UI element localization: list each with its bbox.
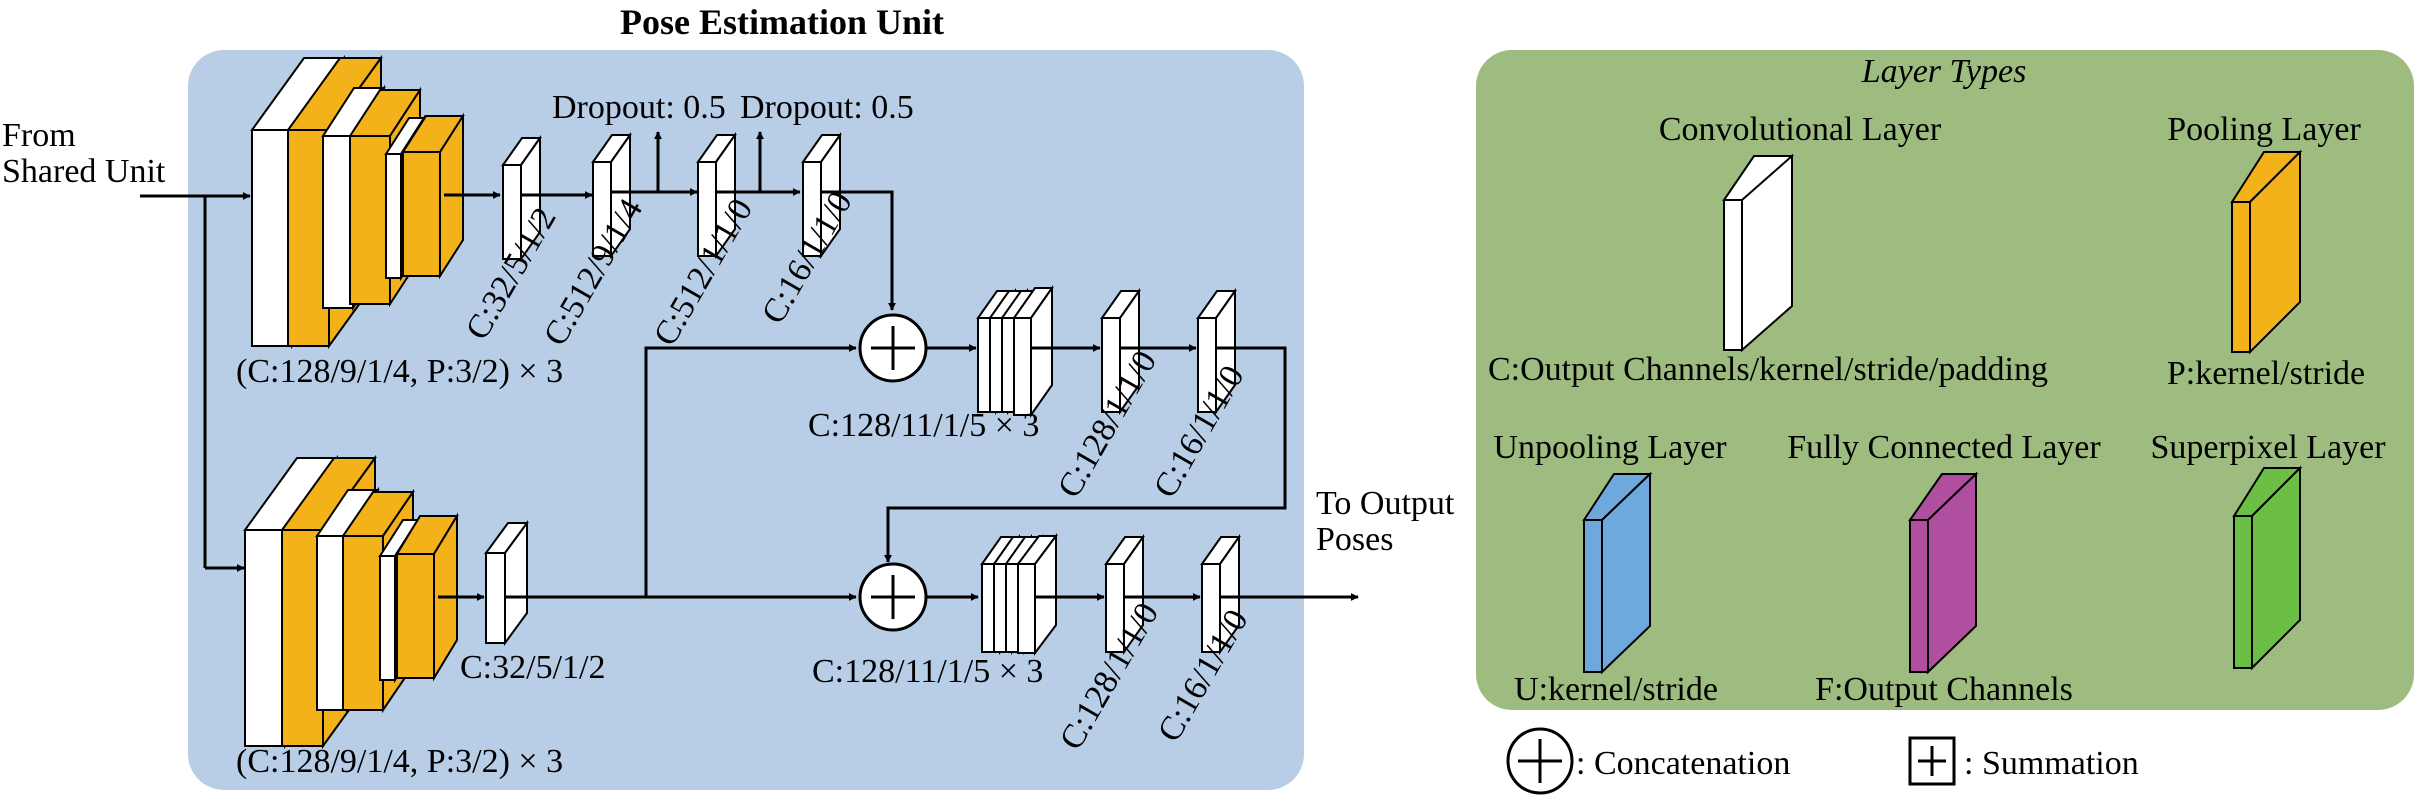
input-label-line1: From [2, 117, 76, 154]
diagram-title: Pose Estimation Unit [620, 2, 944, 42]
top-conv-pool-stack [250, 54, 465, 350]
legend-unpool-swatch [1582, 471, 1653, 675]
top-to-concat-line [821, 190, 896, 311]
concatenation-label: : Concatenation [1576, 745, 1790, 782]
concat-top [858, 313, 928, 383]
legend-pool-desc: P:kernel/stride [2167, 355, 2365, 392]
top-conv-2 [591, 131, 632, 260]
legend-fc-swatch [1908, 471, 1979, 675]
legend-pool-swatch [2230, 149, 2303, 355]
output-label-line1: To Output [1316, 485, 1455, 522]
concatenation-symbol [1506, 727, 1574, 795]
bottom-layer-label-1: C:32/5/1/2 [460, 649, 605, 686]
legend-conv-desc: C:Output Channels/kernel/stride/padding [1488, 351, 2048, 388]
bottom-merge-stack [980, 533, 1058, 656]
top-post-conv-1 [1100, 287, 1141, 416]
legend-superpixel-name: Superpixel Layer [2150, 429, 2386, 466]
output-label-line2: Poses [1316, 521, 1393, 558]
top-conv-4 [801, 131, 842, 260]
bottom-to-top-concat-line [644, 344, 857, 597]
legend-fc-name: Fully Connected Layer [1787, 429, 2101, 466]
top-merge-label: C:128/11/1/5 × 3 [808, 407, 1039, 444]
top-conv-1 [501, 134, 542, 263]
legend-title: Layer Types [1861, 53, 2027, 90]
dropout-label-2: Dropout: 0.5 [740, 89, 914, 126]
legend-fc-desc: F:Output Channels [1815, 671, 2073, 708]
legend-conv-swatch [1722, 153, 1794, 353]
summation-symbol [1908, 736, 1956, 786]
top-to-bottom-concat-line [884, 346, 1287, 563]
bottom-post-conv-2 [1200, 533, 1241, 656]
input-label-line2: Shared Unit [2, 153, 166, 190]
bottom-post-conv-1 [1104, 533, 1145, 656]
dropout-label-1: Dropout: 0.5 [552, 89, 726, 126]
top-merge-stack [976, 284, 1054, 419]
legend-panel [1476, 50, 2414, 710]
concat-bottom [858, 562, 928, 632]
legend-pool-name: Pooling Layer [2167, 111, 2361, 148]
top-post-conv-2 [1196, 287, 1237, 416]
top-conv-3 [696, 131, 737, 260]
top-block-label: (C:128/9/1/4, P:3/2) × 3 [236, 353, 563, 390]
legend-unpool-desc: U:kernel/stride [1514, 671, 1718, 708]
bottom-conv-pool-stack [243, 454, 459, 750]
bottom-conv-1 [484, 519, 529, 647]
legend-superpixel-swatch [2232, 465, 2303, 671]
legend-unpool-name: Unpooling Layer [1493, 429, 1727, 466]
bottom-block-label: (C:128/9/1/4, P:3/2) × 3 [236, 743, 563, 780]
legend-conv-name: Convolutional Layer [1659, 111, 1942, 148]
bottom-merge-label: C:128/11/1/5 × 3 [812, 653, 1043, 690]
summation-label: : Summation [1964, 745, 2139, 782]
